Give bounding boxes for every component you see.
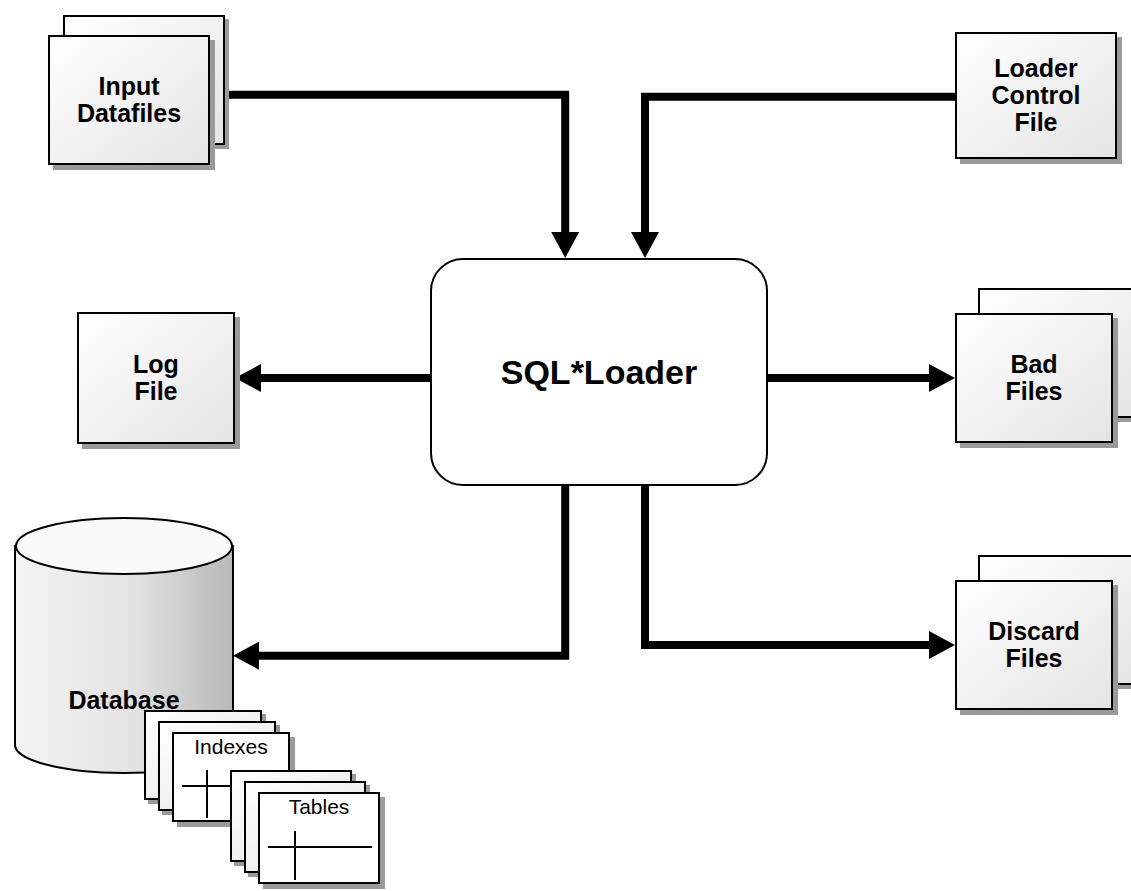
file-box: Loader Control File xyxy=(955,32,1117,159)
box-outline xyxy=(78,313,234,443)
flow-arrow xyxy=(645,97,955,248)
table-symbol-col xyxy=(294,831,296,880)
node-label: Database xyxy=(68,687,179,714)
flow-arrow xyxy=(243,486,565,656)
node-label: Log File xyxy=(116,351,196,405)
node-label: Discard Files xyxy=(964,618,1104,672)
table-symbol-col xyxy=(206,770,208,818)
node-label: Input Datafiles xyxy=(59,73,199,127)
box-outline xyxy=(49,36,209,164)
flow-arrow xyxy=(645,486,945,645)
file-box: Input Datafiles xyxy=(48,35,210,165)
node-label: Tables xyxy=(289,796,350,819)
flow-arrow xyxy=(210,95,565,248)
flow-arrow xyxy=(245,374,430,382)
node-label: Bad Files xyxy=(984,351,1084,405)
file-box: Tables xyxy=(258,792,380,884)
cylinder-top xyxy=(16,518,232,574)
box-outline xyxy=(431,259,767,485)
node-label: SQL*Loader xyxy=(501,354,697,391)
box-outline xyxy=(956,33,1116,158)
file-box: Bad Files xyxy=(955,313,1113,443)
process-box: SQL*Loader xyxy=(430,258,768,486)
flow-arrow xyxy=(768,374,945,382)
file-box: Log File xyxy=(77,312,235,444)
box-outline xyxy=(956,314,1112,442)
box-outline xyxy=(956,581,1112,709)
box-outline xyxy=(259,793,379,883)
table-symbol-row xyxy=(268,846,372,848)
node-label: Indexes xyxy=(194,736,268,759)
file-box: Discard Files xyxy=(955,580,1113,710)
node-label: Loader Control File xyxy=(971,55,1101,136)
